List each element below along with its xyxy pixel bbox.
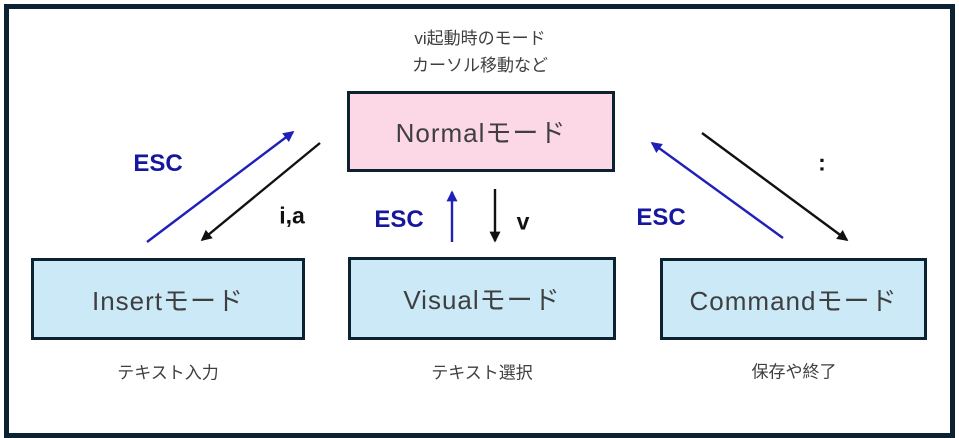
edge-label-insert-esc: ESC [133,150,183,177]
normal-mode-label: Normalモード [395,118,567,148]
command-mode-label: Commandモード [689,285,898,316]
arrow-insert-to-normal [146,131,295,243]
command-mode-description: 保存や終了 [751,362,837,382]
node-normal-mode: Normalモード [347,91,615,172]
insert-mode-description: テキスト入力 [117,363,219,383]
insert-mode-label: Insertモード [91,285,245,316]
visual-mode-label: Visualモード [403,285,561,315]
caption-line-2: カーソル移動など [412,56,548,75]
caption-line-1: vi起動時のモード [414,29,546,48]
node-visual-mode: Visualモード [348,257,616,340]
normal-mode-description: vi起動時のモード カーソル移動など [412,25,548,79]
visual-mode-description: テキスト選択 [431,363,533,383]
edge-label-command-key: : [818,149,826,176]
edge-label-visual-esc: ESC [374,206,424,233]
edge-label-visual-key: v [516,208,530,235]
edge-label-command-esc: ESC [636,204,686,231]
node-insert-mode: Insertモード [31,258,305,340]
node-command-mode: Commandモード [660,258,927,340]
edge-label-insert-keys: i,a [279,202,305,229]
